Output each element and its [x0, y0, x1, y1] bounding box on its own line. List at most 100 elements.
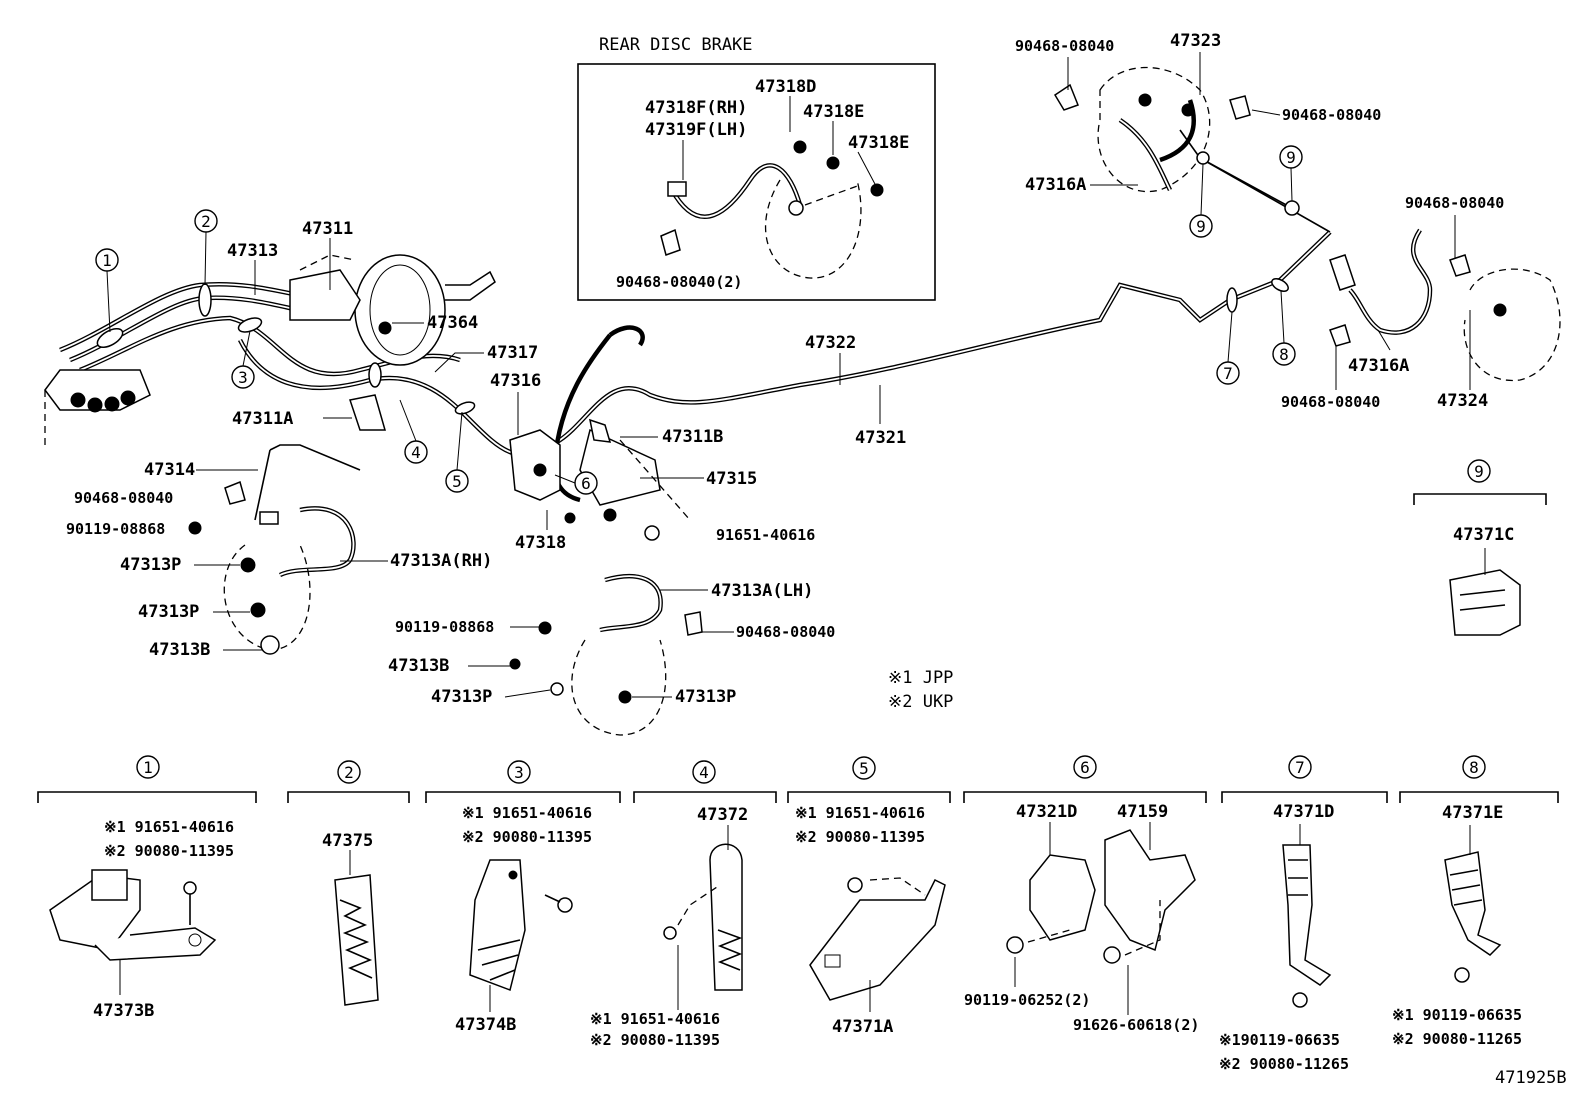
label-47318E-1: 47318E	[803, 102, 864, 122]
detail-6-part-a: 47321D	[1016, 802, 1077, 822]
figure-id: 471925B	[1495, 1068, 1567, 1088]
callout-7: 7	[1216, 361, 1240, 385]
label-90468-b: 90468-08040	[736, 623, 835, 641]
label-47313A-LH: 47313A(LH)	[711, 581, 813, 601]
callout-1: 1	[95, 248, 119, 272]
bolt-icon	[557, 897, 573, 913]
bolt-90119-icon	[538, 621, 552, 635]
callout-8-label: 8	[1279, 345, 1289, 364]
callout-4-label: 4	[411, 443, 421, 462]
label-47319F: 47319F(LH)	[645, 120, 747, 140]
bolt-90119-icon	[188, 521, 202, 535]
detail-6-number-label: 6	[1080, 758, 1090, 777]
detail-7-part: 47371D	[1273, 802, 1334, 822]
callout-6: 6	[574, 471, 598, 495]
clamp-47371D-icon	[1282, 844, 1332, 986]
detail-5-number-label: 5	[859, 759, 869, 778]
label-47313P-2: 47313P	[138, 602, 199, 622]
detail-5-part: 47371A	[832, 1017, 893, 1037]
label-47323: 47323	[1170, 31, 1221, 51]
detail-2-part: 47375	[322, 831, 373, 851]
callout-3: 3	[231, 365, 255, 389]
clip-icon	[684, 611, 703, 636]
detail-7-number-label: 7	[1295, 758, 1305, 777]
valve-47321D-icon	[1029, 854, 1096, 941]
clip-icon	[1449, 254, 1471, 277]
banjo-bolt-icon	[260, 635, 280, 655]
detail-8-part: 47371E	[1442, 803, 1503, 823]
clamp-47375-icon	[334, 874, 379, 1006]
callout-9-label: 9	[1286, 148, 1296, 167]
label-47318F: 47318F(RH)	[645, 98, 747, 118]
clip-icon	[1329, 324, 1351, 347]
master-cylinder-icon	[289, 269, 361, 321]
label-47318D: 47318D	[755, 77, 816, 97]
clip-icon	[1053, 83, 1079, 111]
bracket-icon	[579, 428, 661, 506]
note-ukp: ※2 UKP	[888, 692, 953, 712]
bracket-47159-icon	[1104, 829, 1196, 952]
junction-block	[44, 369, 151, 450]
detail-3-number: 3	[507, 760, 531, 784]
bolt-icon	[847, 877, 863, 893]
detail-3-bracket	[425, 791, 621, 803]
detail-6-number: 6	[1073, 755, 1097, 779]
detail-5-bracket	[787, 791, 951, 803]
label-47316: 47316	[490, 371, 541, 391]
detail-6-bolt-a: 90119-06252(2)	[964, 991, 1090, 1009]
label-90468-a: 90468-08040	[74, 489, 173, 507]
label-47321: 47321	[855, 428, 906, 448]
hose-fitting-icon	[667, 181, 687, 197]
detail-9-bracket	[1413, 493, 1547, 505]
label-47314: 47314	[144, 460, 195, 480]
label-47318: 47318	[515, 533, 566, 553]
leader-lines	[194, 52, 1471, 698]
brake-booster-icon	[354, 254, 446, 366]
label-47364: 47364	[427, 313, 478, 333]
detail-6-bolt-b: 91626-60618(2)	[1073, 1016, 1199, 1034]
bolt-icon	[663, 926, 677, 940]
bracket-47311B-icon	[589, 418, 612, 443]
detail-8-number: 8	[1462, 755, 1486, 779]
clamp-47371E-icon	[1444, 851, 1502, 956]
callout-3-label: 3	[238, 368, 248, 387]
detail-9-number-label: 9	[1474, 462, 1484, 481]
detail-4-part: 47372	[697, 805, 748, 825]
detail-8-bracket	[1399, 791, 1559, 803]
clip-icon	[1329, 254, 1356, 291]
detail-3-note-1: ※1 91651-40616	[462, 804, 592, 822]
label-90468-d: 90468-08040	[1282, 106, 1381, 124]
callout-2: 2	[194, 209, 218, 233]
callout-6-label: 6	[581, 474, 591, 493]
detail-8-note-1: ※1 90119-06635	[1392, 1006, 1522, 1024]
bolt-icon	[793, 140, 807, 154]
front-lh-hose	[509, 574, 703, 736]
detail-7-number: 7	[1288, 755, 1312, 779]
label-91651-main: 91651-40616	[716, 526, 815, 544]
detail-3-note-2: ※2 90080-11395	[462, 828, 592, 846]
detail-4-bracket	[633, 791, 777, 803]
label-90119-b: 90119-08868	[395, 618, 494, 636]
detail-1-note-2: ※2 90080-11395	[104, 842, 234, 860]
detail-1-part: 47373B	[93, 1001, 154, 1021]
detail-5-note-1: ※1 91651-40616	[795, 804, 925, 822]
callout-2-label: 2	[201, 212, 211, 231]
label-47313P-3: 47313P	[431, 687, 492, 707]
detail-8-number-label: 8	[1469, 758, 1479, 777]
detail-1-number: 1	[136, 755, 160, 779]
detail-1-bracket	[37, 791, 257, 803]
label-47313B-2: 47313B	[388, 656, 449, 676]
detail-4-number-label: 4	[699, 763, 709, 782]
inset-title: REAR DISC BRAKE	[599, 35, 753, 55]
detail-5-note-2: ※2 90080-11395	[795, 828, 925, 846]
clamp-47374B-icon	[469, 859, 526, 991]
label-47316A-top: 47316A	[1025, 175, 1086, 195]
detail-4-number: 4	[692, 760, 716, 784]
clip-icon	[1229, 95, 1251, 120]
callout-8: 8	[1272, 342, 1296, 366]
label-47316A-right: 47316A	[1348, 356, 1409, 376]
detail-4-note-1: ※1 91651-40616	[590, 1010, 720, 1028]
label-47324: 47324	[1437, 391, 1488, 411]
clip-icon	[224, 480, 246, 505]
